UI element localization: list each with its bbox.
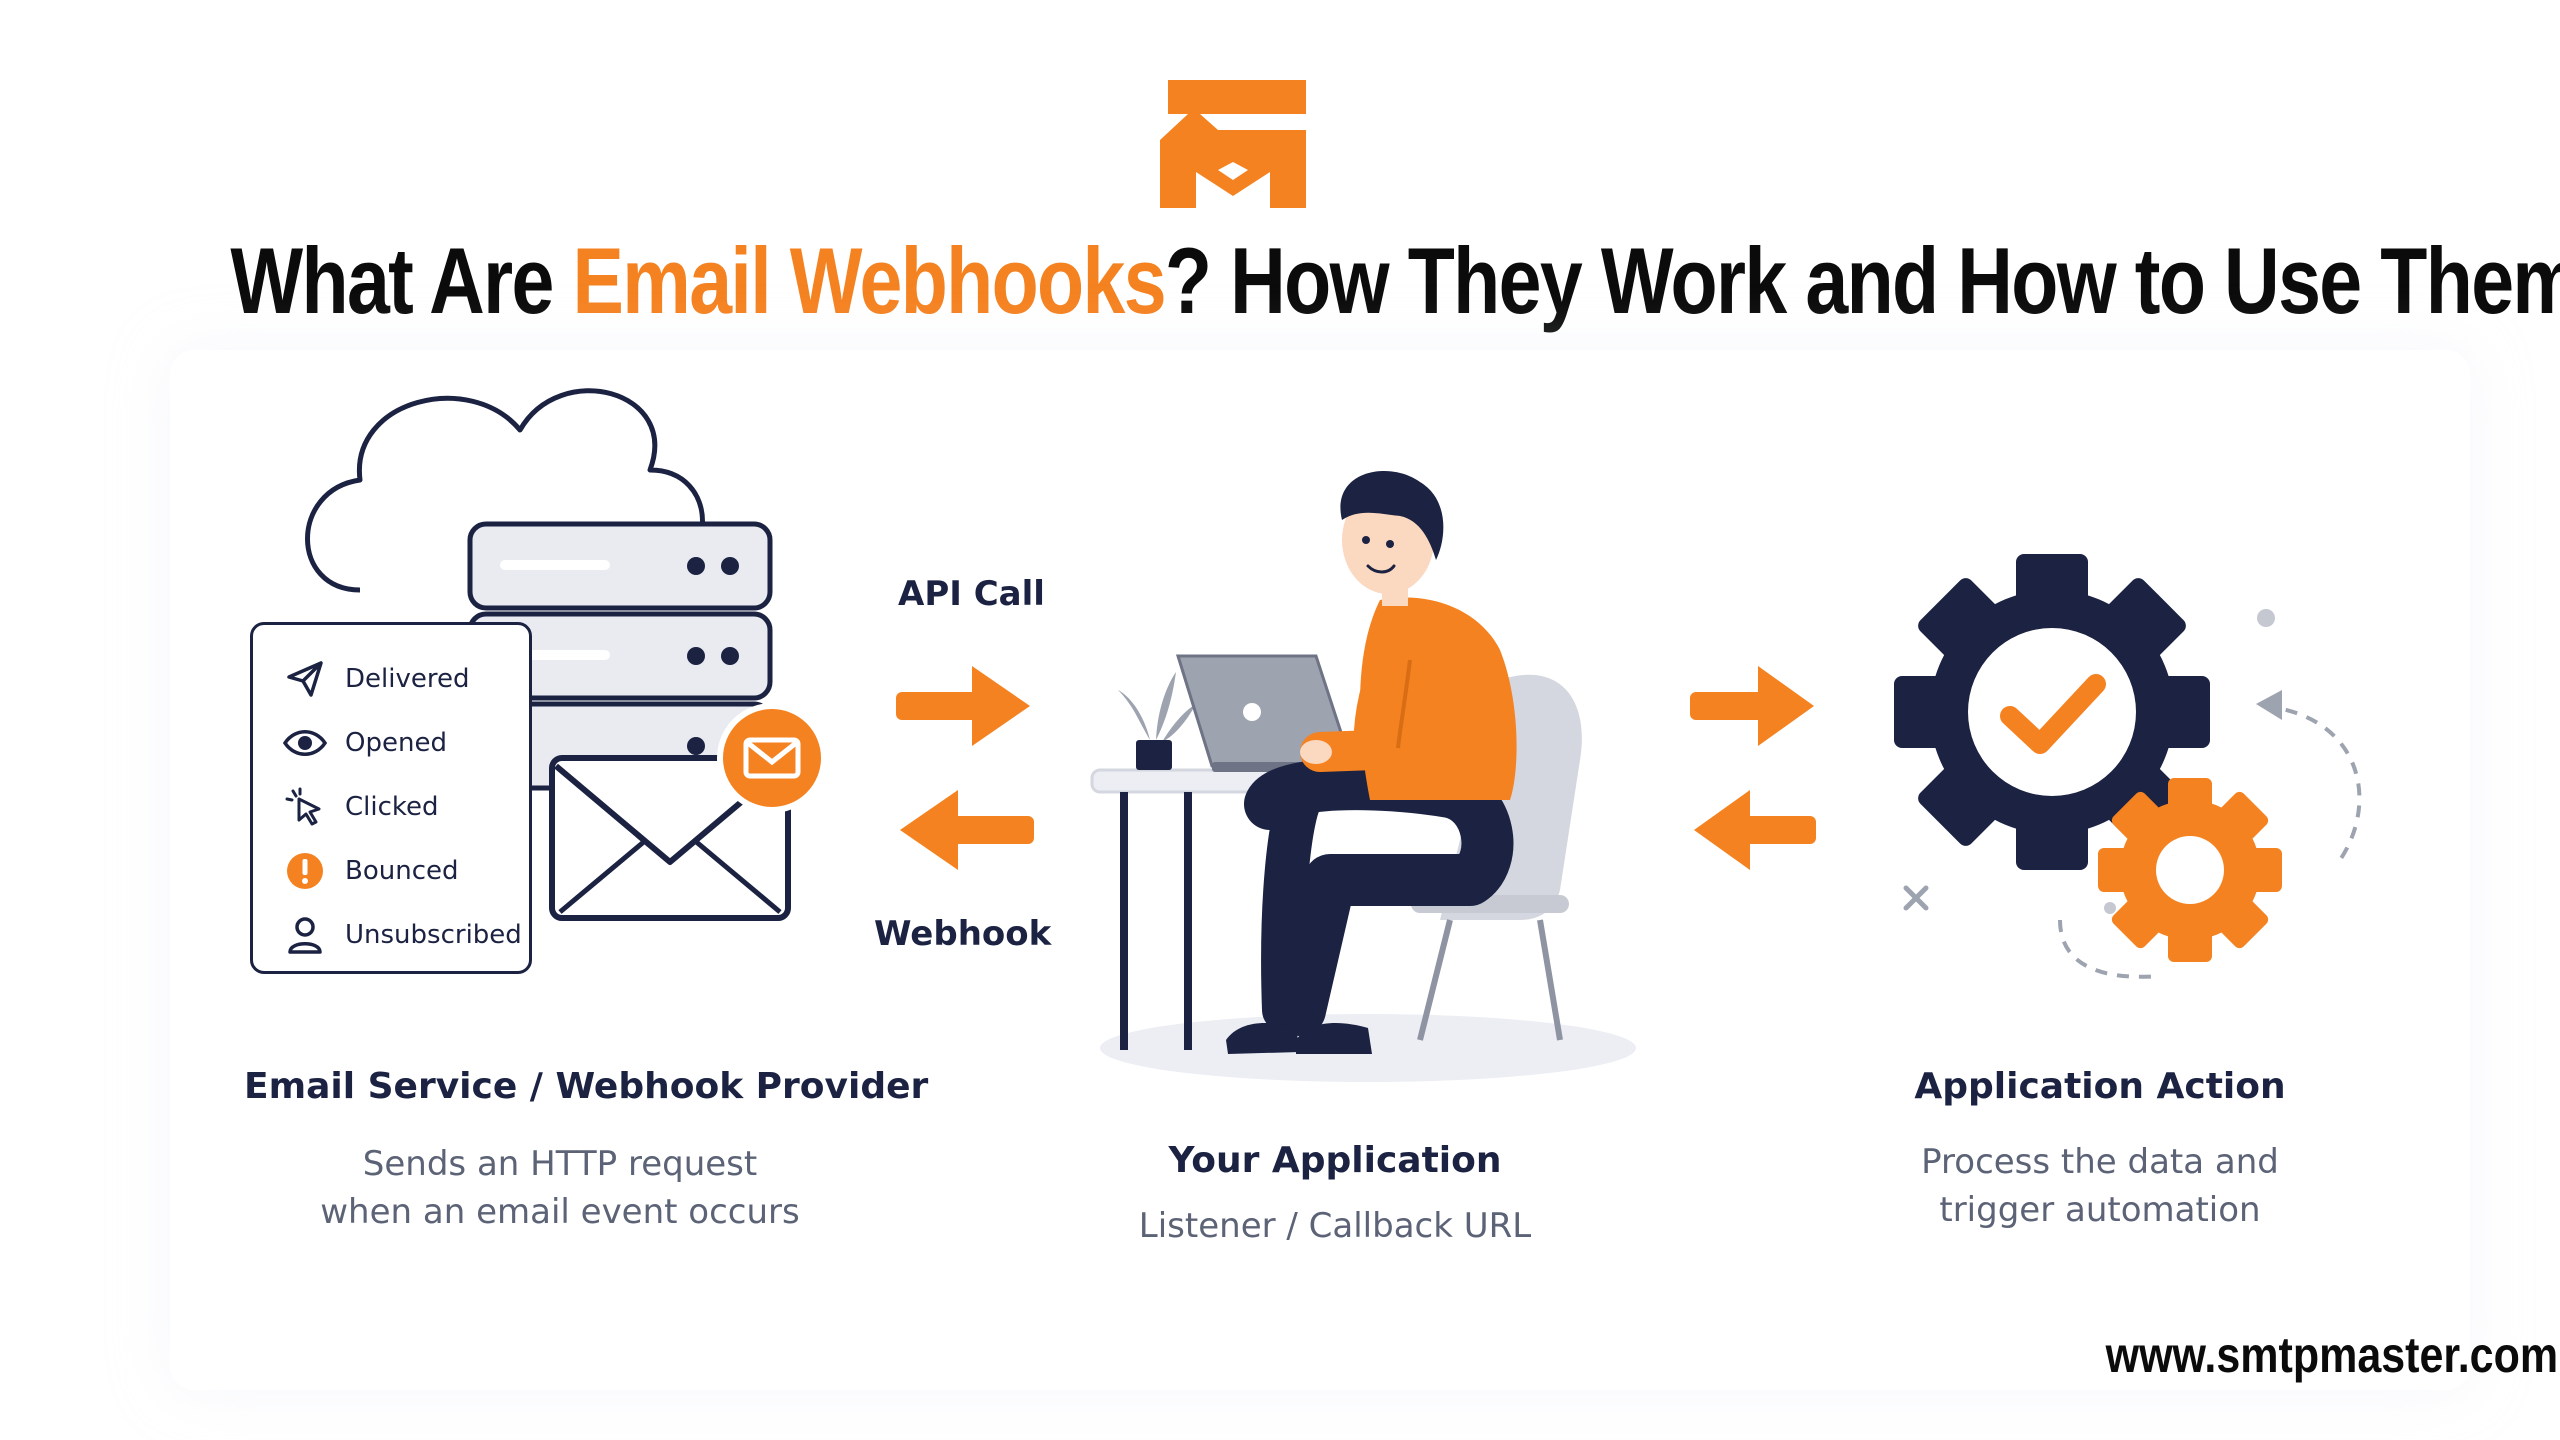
action-desc-line1: Process the data and [1921, 1142, 2279, 1182]
title-highlight: Email Webhooks [572, 228, 1167, 333]
api-call-arrow [896, 666, 1030, 746]
action-description: Process the data and trigger automation [1880, 1138, 2320, 1234]
alert-icon [283, 849, 327, 893]
event-label: Unsubscribed [345, 920, 522, 950]
mail-badge-icon [717, 703, 827, 813]
eye-icon [283, 721, 327, 765]
title-prefix: What Are [230, 228, 573, 333]
webhook-label: Webhook [874, 914, 1052, 954]
api-call-label: API Call [898, 574, 1045, 614]
event-item-bounced: Bounced [283, 839, 529, 903]
page-title: What Are Email Webhooks? How They Work a… [230, 226, 2560, 336]
server-stack-icon [467, 521, 773, 791]
sparkle-dot [2257, 609, 2275, 627]
cursor-click-icon [283, 785, 327, 829]
provider-title: Email Service / Webhook Provider [244, 1066, 929, 1107]
large-gear-icon [1894, 554, 2210, 870]
event-label: Clicked [345, 792, 439, 822]
provider-desc-line1: Sends an HTTP request [362, 1144, 758, 1184]
action-arrow-left [1694, 790, 1816, 870]
provider-desc-line2: when an email event occurs [320, 1192, 800, 1232]
sparkle-cross-icon [1903, 885, 1929, 911]
action-arrow-right [1690, 666, 1814, 746]
webhook-arrow [900, 790, 1034, 870]
event-item-unsubscribed: Unsubscribed [283, 903, 529, 967]
title-suffix: ? How They Work and How to Use Them [1164, 228, 2560, 333]
event-item-clicked: Clicked [283, 775, 529, 839]
user-icon [283, 913, 327, 957]
application-description: Listener / Callback URL [1138, 1206, 1532, 1246]
email-event-list: Delivered Opened Clicked Bounced Unsubsc… [250, 622, 532, 974]
provider-description: Sends an HTTP request when an email even… [300, 1140, 820, 1236]
website-url: www.smtpmaster.com [2105, 1327, 2558, 1383]
sparkle-dot [2104, 902, 2116, 914]
application-title: Your Application [1168, 1140, 1502, 1181]
event-item-delivered: Delivered [283, 647, 529, 711]
event-label: Bounced [345, 856, 459, 886]
action-title: Application Action [1914, 1066, 2286, 1107]
small-gear-icon [2098, 778, 2282, 962]
send-icon [283, 657, 327, 701]
smtpmaster-logo [1160, 80, 1306, 208]
event-item-opened: Opened [283, 711, 529, 775]
person-at-desk-illustration [1090, 470, 1636, 1082]
event-label: Opened [345, 728, 447, 758]
event-label: Delivered [345, 664, 470, 694]
action-desc-line2: trigger automation [1939, 1190, 2261, 1230]
cycle-arrow-icon [2263, 704, 2362, 862]
